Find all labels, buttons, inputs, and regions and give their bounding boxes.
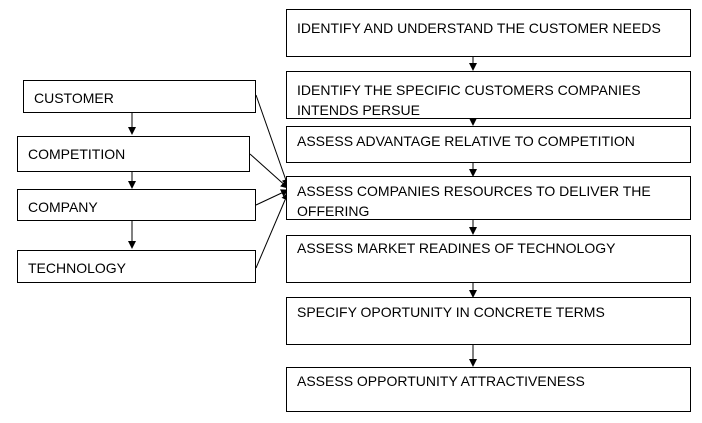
customer-box: CUSTOMER	[23, 80, 256, 113]
arrow-technology-to-resources	[255, 192, 289, 269]
step-6-label: SPECIFY OPORTUNITY IN CONCRETE TERMS	[297, 304, 605, 320]
step-4-label: ASSESS COMPANIES RESOURCES TO DELIVER TH…	[297, 183, 651, 219]
step-assess-resources: ASSESS COMPANIES RESOURCES TO DELIVER TH…	[286, 176, 691, 220]
company-label: COMPANY	[28, 199, 98, 215]
step-identify-customer-needs: IDENTIFY AND UNDERSTAND THE CUSTOMER NEE…	[286, 9, 691, 57]
step-assess-market-readiness: ASSESS MARKET READINES OF TECHNOLOGY	[286, 235, 691, 283]
step-identify-specific-customers: IDENTIFY THE SPECIFIC CUSTOMERS COMPANIE…	[286, 71, 691, 119]
technology-box: TECHNOLOGY	[17, 250, 256, 283]
technology-label: TECHNOLOGY	[28, 260, 127, 276]
competition-label: COMPETITION	[28, 146, 126, 162]
arrow-competition-to-resources	[249, 153, 289, 189]
step-1-label: IDENTIFY AND UNDERSTAND THE CUSTOMER NEE…	[297, 20, 661, 36]
company-box: COMPANY	[17, 189, 256, 221]
step-5-label: ASSESS MARKET READINES OF TECHNOLOGY	[297, 240, 616, 256]
step-2-label: IDENTIFY THE SPECIFIC CUSTOMERS COMPANIE…	[297, 82, 641, 118]
competition-box: COMPETITION	[17, 136, 250, 172]
step-assess-attractiveness: ASSESS OPPORTUNITY ATTRACTIVENESS	[286, 367, 691, 412]
step-assess-advantage: ASSESS ADVANTAGE RELATIVE TO COMPETITION	[286, 126, 691, 163]
arrow-company-to-resources	[255, 189, 289, 206]
step-3-label: ASSESS ADVANTAGE RELATIVE TO COMPETITION	[297, 133, 635, 149]
step-7-label: ASSESS OPPORTUNITY ATTRACTIVENESS	[297, 373, 585, 389]
arrow-customer-to-resources	[255, 94, 290, 187]
step-specify-opportunity: SPECIFY OPORTUNITY IN CONCRETE TERMS	[286, 297, 691, 345]
customer-label: CUSTOMER	[34, 90, 114, 106]
